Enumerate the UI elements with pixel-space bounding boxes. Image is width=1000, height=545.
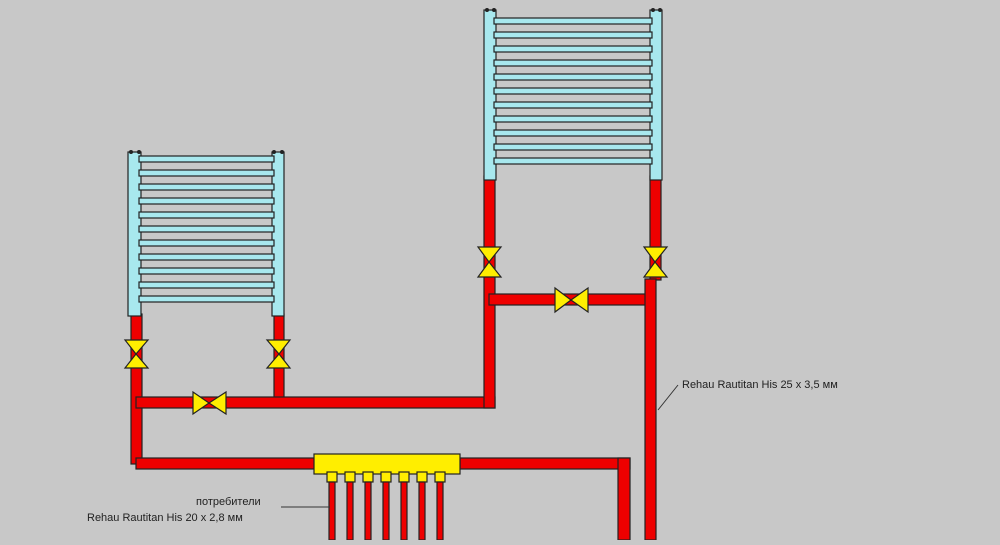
pipe-left-riser-a xyxy=(130,313,143,465)
consumers-title-label: потребители xyxy=(196,496,261,508)
valve-bypass xyxy=(554,286,589,314)
left-radiator-rung xyxy=(138,155,275,163)
valve-left-b xyxy=(265,339,292,369)
right-radiator-rung xyxy=(493,73,653,81)
left-radiator-rung xyxy=(138,225,275,233)
right-radiator-rung xyxy=(493,59,653,67)
valve-left-a xyxy=(123,339,150,369)
left-radiator-rung xyxy=(138,281,275,289)
pipe-bottom-right xyxy=(459,457,631,470)
valve-horizontal-link xyxy=(192,390,227,416)
right-radiator-rail-b xyxy=(649,9,663,181)
right-towel-radiator xyxy=(483,9,663,181)
left-radiator-rail-b xyxy=(271,151,285,317)
consumers-pipe-label: Rehau Rautitan His 20 x 2,8 мм xyxy=(87,512,243,524)
valve-right-b xyxy=(642,246,669,278)
left-radiator-rung xyxy=(138,169,275,177)
manifold-body xyxy=(313,453,461,475)
right-radiator-rung xyxy=(493,87,653,95)
pipe-horizontal-link xyxy=(135,396,496,409)
leader-main-pipe xyxy=(657,384,679,411)
right-radiator-rung xyxy=(493,143,653,151)
manifold xyxy=(313,453,461,541)
left-radiator-rail-a xyxy=(127,151,142,317)
manifold-outlets xyxy=(326,471,446,483)
left-radiator-rung xyxy=(138,295,275,303)
right-radiator-rail-a xyxy=(483,9,497,181)
pipe-main-down xyxy=(644,278,657,541)
right-radiator-rung xyxy=(493,101,653,109)
right-radiator-rung xyxy=(493,45,653,53)
valves xyxy=(123,246,669,416)
left-towel-radiator xyxy=(127,151,285,317)
right-radiator-rung xyxy=(493,129,653,137)
left-radiator-rung xyxy=(138,211,275,219)
left-radiator-rung xyxy=(138,253,275,261)
leader-lines xyxy=(281,384,679,508)
left-radiator-rung xyxy=(138,267,275,275)
right-radiator-rung xyxy=(493,157,653,165)
pipe-bottom-down xyxy=(617,457,631,541)
rail-caps xyxy=(129,8,662,154)
right-radiator-rung xyxy=(493,31,653,39)
right-radiator-rung xyxy=(493,115,653,123)
consumer-pipes xyxy=(328,481,444,541)
pipe-vertical-right-a xyxy=(483,175,496,409)
left-radiator-rung xyxy=(138,239,275,247)
pipe-bottom-left xyxy=(135,457,317,470)
right-radiator-rung xyxy=(493,17,653,25)
main-pipe-label: Rehau Rautitan His 25 x 3,5 мм xyxy=(682,379,838,391)
left-radiator-rung xyxy=(138,197,275,205)
valve-right-a xyxy=(476,246,503,278)
left-radiator-rung xyxy=(138,183,275,191)
